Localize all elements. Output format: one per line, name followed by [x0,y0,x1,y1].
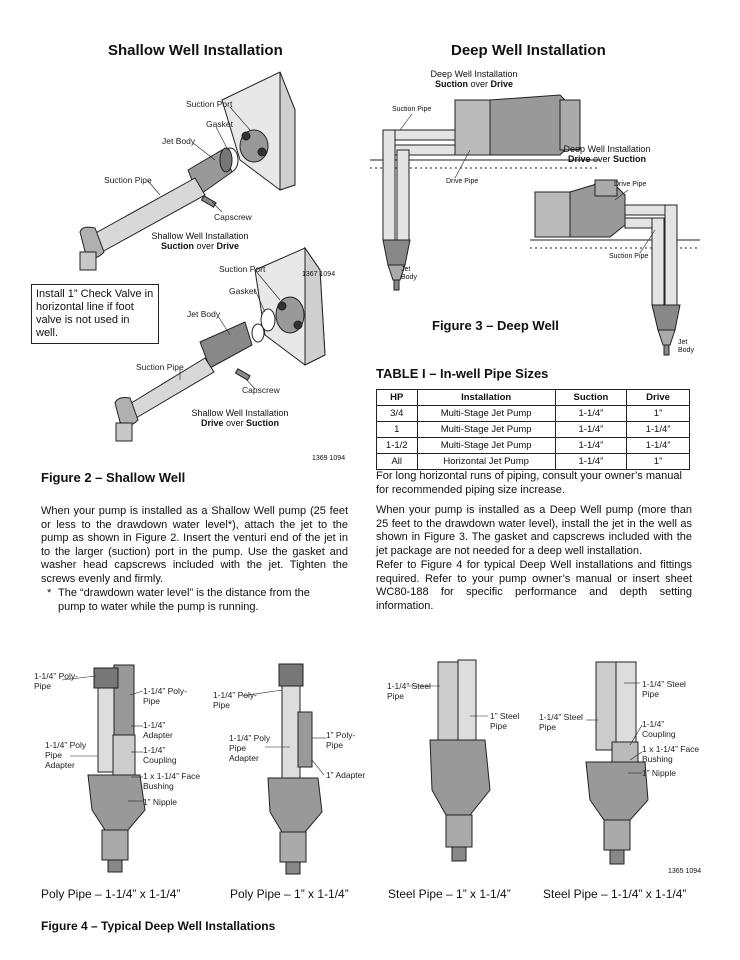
caption-shallow-drive-over-suction: Shallow Well Installation Drive over Suc… [180,408,300,428]
shallow-well-instructions: When your pump is installed as a Shallow… [41,505,348,585]
figure-2-caption: Figure 2 – Shallow Well [41,470,186,485]
cell: 1-1/4” [554,453,628,470]
caption-poly-pipe-1: Poly Pipe – 1” x 1-1/4” [230,887,349,901]
d1-label-face-bushing: 1 x 1-1/4” Face Bushing [143,771,201,791]
ref-number-1367: 1367 1094 [302,271,336,278]
d2-label-poly-pipe: 1-1/4” Poly-Pipe [213,690,257,710]
caption-line2: Suction over Drive [160,241,240,251]
table-row: 1-1/2 Multi-Stage Jet Pump 1-1/4” 1-1/4” [376,437,690,454]
label-deep-left-jet-body: Jet Body [401,266,417,281]
caption-poly-pipe-1-1-4: Poly Pipe – 1-1/4” x 1-1/4” [41,887,181,901]
label-capscrew-top: Capscrew [214,212,252,222]
check-valve-callout: Install 1” Check Valve in horizontal lin… [31,284,159,344]
caption-line2: Drive over Suction [200,418,280,428]
pipe-size-table: HP Installation Suction Drive 3/4 Multi-… [376,389,690,470]
caption-line1: Shallow Well Installation [191,408,289,418]
d2-label-adapter: 1” Adapter [326,770,366,780]
figure-4-diagrams [61,659,649,875]
label-suction-pipe-top: Suction Pipe [104,175,152,185]
figure-4-caption: Figure 4 – Typical Deep Well Installatio… [41,919,276,933]
ref-number-1365: 1365 1094 [668,868,702,875]
d1-label-coupling: 1-1/4” Coupling [143,745,177,765]
d4-label-steel-left: 1-1/4” Steel Pipe [539,712,583,732]
d2-label-one-poly: 1” Poly-Pipe [326,730,356,750]
caption-shallow-suction-over-drive: Shallow Well Installation Suction over D… [140,231,260,251]
caption-line1: Shallow Well Installation [151,231,249,241]
d3-label-steel-pipe: 1-1/4” Steel Pipe [387,681,431,701]
d4-label-nipple: 1” Nipple [642,768,677,778]
table-row: All Horizontal Jet Pump 1-1/4” 1” [376,453,690,470]
ref-number-1369: 1369 1094 [312,455,346,462]
footnote-star: * [47,587,52,599]
table-row: 3/4 Multi-Stage Jet Pump 1-1/4” 1” [376,405,690,422]
table-title: TABLE I – In-well Pipe Sizes [376,366,549,381]
figure-3-caption: Figure 3 – Deep Well [432,318,559,333]
d2-label-poly-adapter: 1-1/4” Poly Pipe Adapter [229,733,271,763]
deep-right-title-line2: Drive over Suction [567,154,647,164]
label-deep-left-drive-pipe: Drive Pipe [446,178,479,185]
shallow-well-heading: Shallow Well Installation [108,42,283,59]
caption-steel-pipe-1: Steel Pipe – 1” x 1-1/4” [388,887,511,901]
caption-steel-pipe-1-1-4: Steel Pipe – 1-1/4” x 1-1/4” [543,887,687,901]
label-suction-pipe-bottom: Suction Pipe [136,362,184,372]
d4-label-face-bushing: 1 x 1-1/4” Face Bushing [642,744,700,764]
label-gasket-bottom: Gasket [229,286,256,296]
d3-label-one-steel: 1” Steel Pipe [490,711,520,731]
label-capscrew-bottom: Capscrew [242,385,280,395]
footnote-drawdown: The “drawdown water level” is the distan… [58,587,310,613]
deep-right-title: Deep Well Installation Drive over Suctio… [553,144,661,164]
deep-well-heading: Deep Well Installation [451,42,606,59]
label-suction-port-top: Suction Port [186,99,233,109]
deep-well-instructions: When your pump is installed as a Deep We… [376,504,692,557]
d1-label-nipple: 1” Nipple [143,797,178,807]
label-deep-right-suction-pipe: Suction Pipe [609,253,649,260]
deep-left-title-line2: Suction over Drive [434,79,514,89]
d4-label-steel-right: 1-1/4” Steel Pipe [642,679,686,699]
cell: All [376,453,418,470]
label-suction-port-bottom: Suction Port [219,264,266,274]
label-deep-left-suction-pipe: Suction Pipe [392,106,432,113]
label-gasket-top: Gasket [206,119,233,129]
d4-label-coupling: 1-1/4” Coupling [642,719,676,739]
label-jet-body-top: Jet Body [162,136,196,146]
shallow-well-diagram [79,71,326,442]
d1-label-poly-pipe-right: 1-1/4” Poly-Pipe [143,686,187,706]
deep-well-diagram [370,94,700,356]
label-deep-right-jet-body: Jet Body [678,339,694,354]
label-deep-right-drive-pipe: Drive Pipe [614,181,647,188]
label-jet-body-bottom: Jet Body [187,309,221,319]
d1-label-adapter: 1-1/4” Adapter [143,720,173,740]
d1-label-poly-adapter: 1-1/4” Poly Pipe Adapter [45,740,87,770]
cell: Horizontal Jet Pump [416,453,556,470]
deep-left-title: Deep Well Installation Suction over Driv… [420,69,528,89]
table-header-row: HP Installation Suction Drive [376,389,690,406]
d1-label-poly-pipe-left: 1-1/4” Poly-Pipe [34,671,78,691]
long-runs-note: For long horizontal runs of piping, cons… [376,470,682,496]
deep-left-title-line1: Deep Well Installation [430,69,518,79]
deep-right-title-line1: Deep Well Installation [563,144,651,154]
cell: 1” [626,453,690,470]
figure-4-reference: Refer to Figure 4 for typical Deep Well … [376,559,692,612]
